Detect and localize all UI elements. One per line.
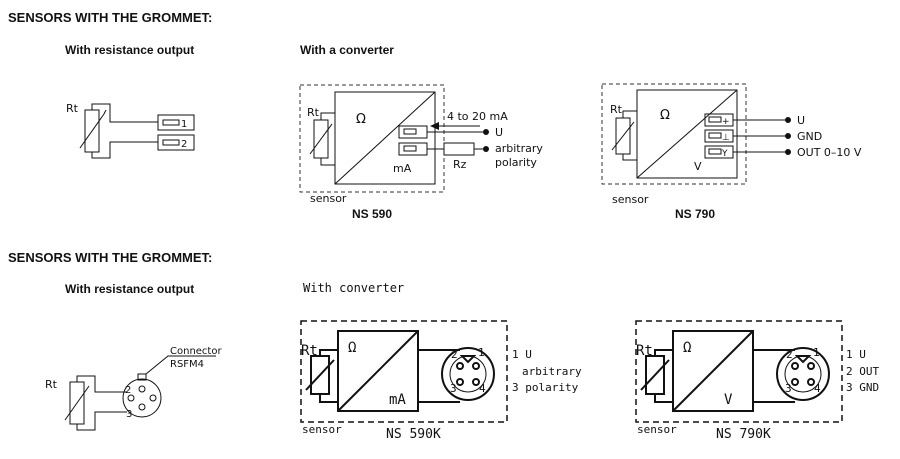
sensor-label: sensor [612,193,649,206]
wire-1 [91,103,158,123]
resistance-output-bottom: Rt 2 3 Connector RSFM4 [45,346,222,431]
pin-1-label: 1 [813,346,820,359]
ns590k-diagram: Rt Ω mA 1 2 3 4 1 U arbitrary 3 polarity… [300,320,582,442]
u-label: U [495,126,503,139]
terminal-2 [157,134,195,151]
section-header-top: SENSORS WITH THE GROMMET: [8,10,212,25]
pin-3-desc: 3 polarity [512,381,579,394]
pin-3-label: 3 [450,382,457,395]
sensor-label: sensor [637,423,677,436]
terminal-1 [157,114,195,131]
terminal-top [398,125,428,139]
pin-3-label: 3 [126,409,132,420]
connector-socket [776,347,830,401]
ns790-diagram: Rt Ω V + ⊥ Y U GND OUT 0–10 V sensor NS … [601,83,862,221]
diagram-title: NS 590 [352,207,392,221]
diagram-title: NS 790 [675,207,715,221]
polarity-label: polarity [495,156,537,169]
omega-symbol: Ω [660,108,670,123]
arbitrary-label: arbitrary [495,142,543,155]
sensor-boundary [635,320,843,423]
pin-1-desc: 1 U [512,348,532,361]
u-label: U [797,114,805,127]
connector-rsfm4 [122,378,162,418]
pin-2-desc: 2 OUT [846,365,879,378]
ns790k-diagram: Rt Ω V 1 2 3 4 1 U 2 OUT 3 GND sensor NS… [635,320,879,442]
rz-label: Rz [453,158,467,171]
pin-3-label: 3 [785,382,792,395]
omega-symbol: Ω [356,112,366,127]
pin-1-label: 1 [478,346,485,359]
pin-2-desc: arbitrary [522,365,582,378]
diagram-title: NS 790K [716,427,771,442]
v-label: V [724,392,733,408]
pin-2-label: 2 [125,385,131,396]
connector-label: Connector [170,346,222,357]
ma-label: mA [389,392,406,408]
rt-label: Rt [610,103,623,116]
rt-label: Rt [45,378,58,391]
converter-box [672,330,754,412]
ns590-diagram: Rt Ω mA 4 to 20 mA U arbitrary polarity … [299,84,543,221]
pin-4-label: 4 [479,382,486,395]
subheader-resistance-top: With resistance output [65,43,194,57]
wire-2 [91,141,158,159]
pin-1-desc: 1 U [846,348,866,361]
pin-3-desc: 3 GND [846,381,879,394]
ground-mark: ⊥ [722,133,730,143]
pin-2-label: 2 [451,348,458,361]
converter-box [636,89,738,179]
resistance-output-top: Rt 1 2 [66,102,195,159]
rt-label: Rt [66,102,79,115]
pin-4-label: 4 [814,382,821,395]
section-header-bottom: SENSORS WITH THE GROMMET: [8,250,212,265]
node-arbitrary [483,146,489,152]
omega-symbol: Ω [348,340,356,356]
plus-mark: + [722,117,730,127]
resistor-rz [443,142,475,156]
sensor-boundary [300,320,508,423]
subheader-resistance-bottom: With resistance output [65,282,194,296]
gnd-label: GND [797,130,822,143]
rt-label: Rt [307,106,320,119]
diagram-title: NS 590K [386,427,441,442]
subheader-converter-top: With a converter [300,43,394,57]
v-label: V [694,160,702,173]
connector-model: RSFM4 [170,359,204,370]
converter-box [334,91,436,185]
sensor-boundary [299,84,445,193]
converter-box [337,330,419,412]
omega-symbol: Ω [683,340,691,356]
terminal-2-label: 2 [181,139,187,150]
ma-label: mA [393,162,412,175]
sensor-label: sensor [310,192,347,205]
out-label: OUT 0–10 V [797,146,862,159]
pin-2-label: 2 [786,348,793,361]
thermistor-slash [79,109,107,149]
sensor-label: sensor [302,423,342,436]
node-u [483,129,489,135]
terminal-1-label: 1 [181,119,187,130]
connector-socket [441,347,495,401]
terminal-bottom [398,142,428,156]
current-range-label: 4 to 20 mA [447,110,508,123]
sensor-boundary [601,83,747,185]
connector-leader [145,355,216,375]
y-mark: Y [721,149,728,159]
subheader-converter-bottom: With converter [303,281,404,295]
